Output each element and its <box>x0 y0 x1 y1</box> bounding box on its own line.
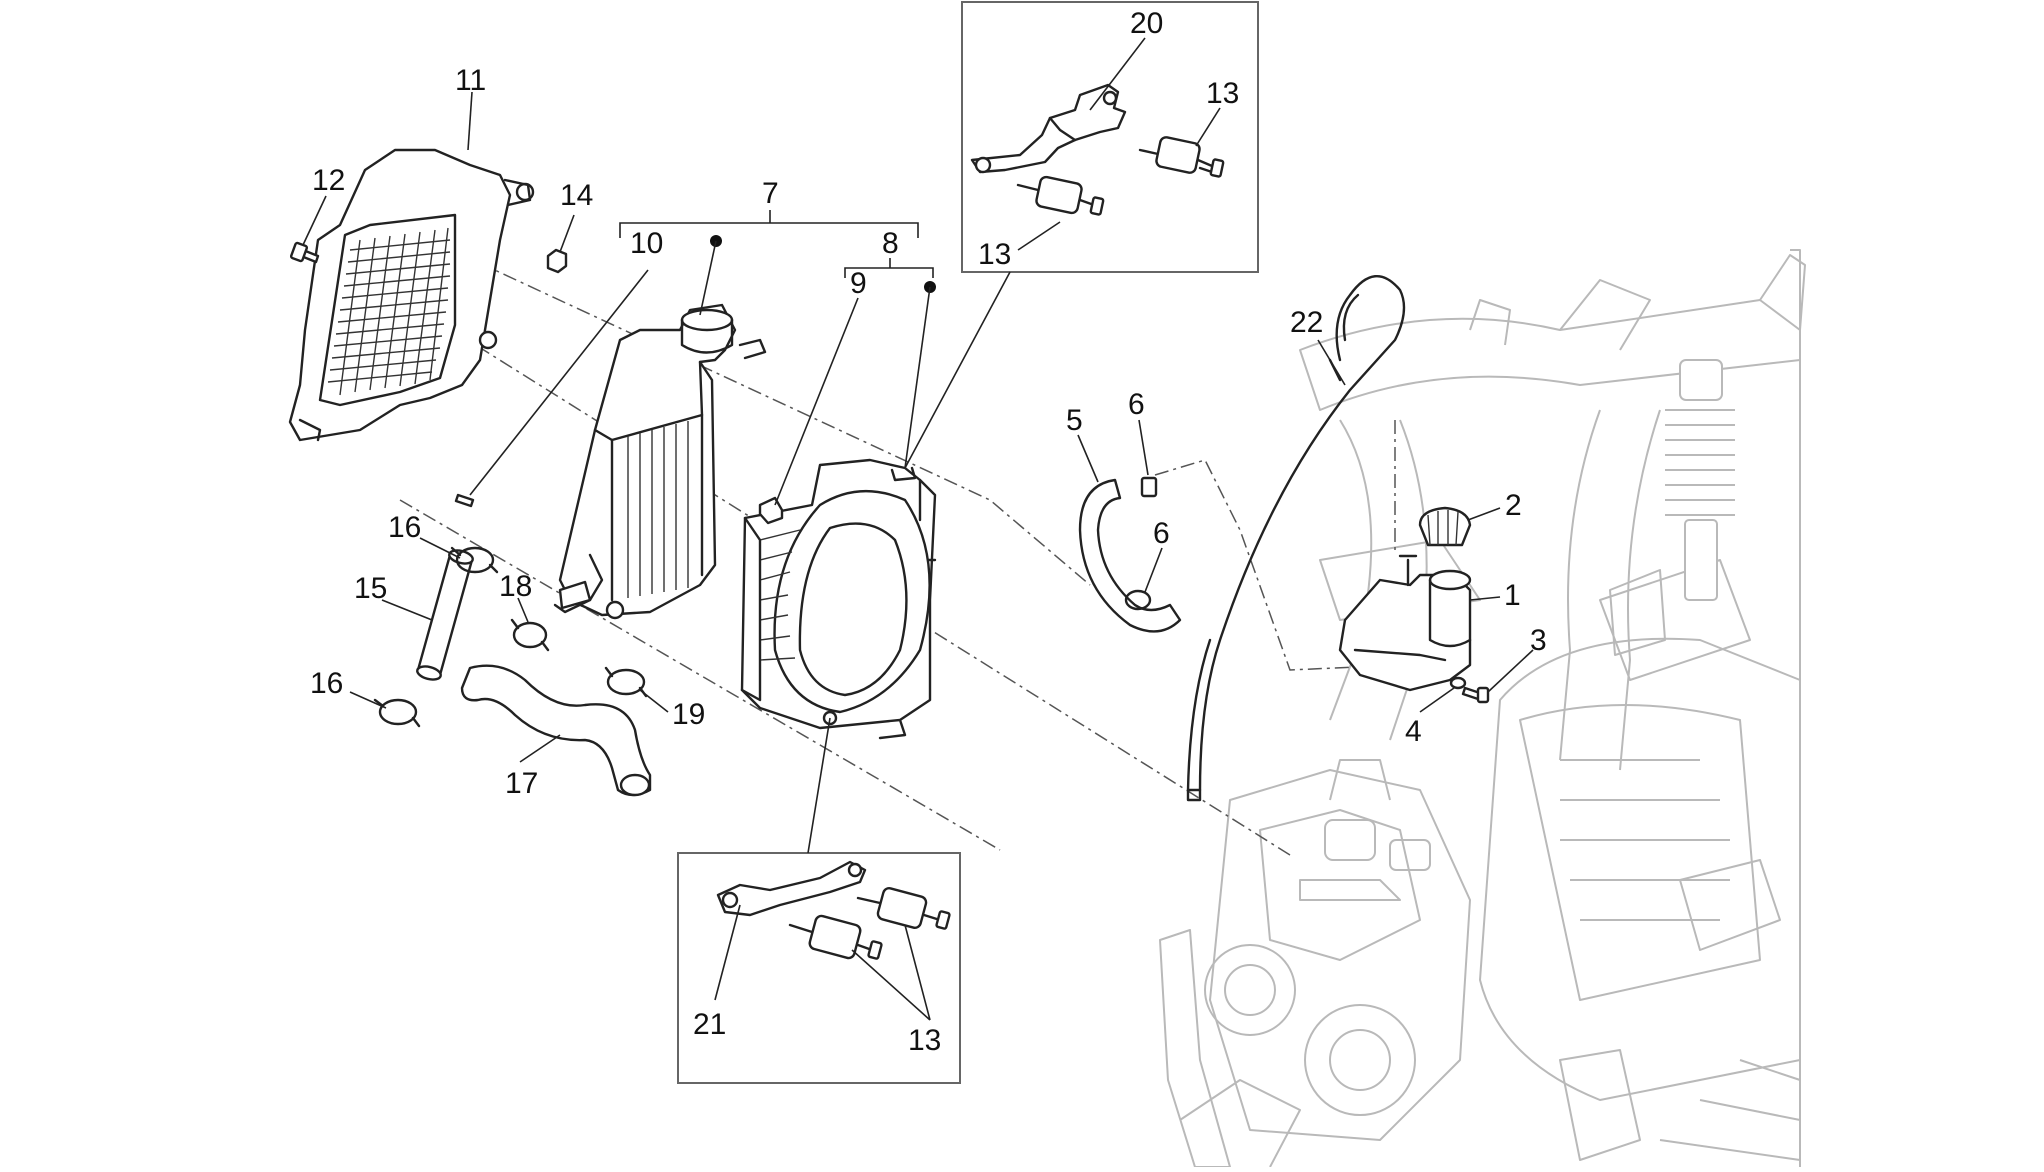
expansion-tank-part-1 <box>1338 554 1472 692</box>
hose-clamp-part-16-upper <box>450 546 499 574</box>
washer-part-4 <box>1449 676 1467 690</box>
radiator-assembly <box>454 303 767 620</box>
hose-clamp-part-18 <box>510 618 550 652</box>
nut-part-14 <box>546 248 568 274</box>
callout-16-upper: 16 <box>388 511 421 544</box>
hose-clamp-part-19 <box>604 666 648 698</box>
hose-part-5 <box>1078 478 1182 633</box>
hose-part-17 <box>460 664 652 797</box>
callout-8: 8 <box>882 227 899 260</box>
screw-part-3 <box>1461 686 1490 704</box>
hose-clip-part-6-upper <box>1140 476 1158 498</box>
callout-21: 21 <box>693 1008 726 1041</box>
leader-lines <box>302 37 1534 1021</box>
callout-6-upper: 6 <box>1128 388 1145 421</box>
callout-5: 5 <box>1066 404 1083 437</box>
callout-3: 3 <box>1530 624 1547 657</box>
callout-19: 19 <box>672 698 705 731</box>
callout-16-lower: 16 <box>310 667 343 700</box>
callout-13-upper-right: 13 <box>1206 77 1239 110</box>
rubber-mount-13-lower-right <box>856 886 951 930</box>
callout-12: 12 <box>312 164 345 197</box>
rubber-mount-13-upper-right <box>1138 136 1225 178</box>
rubber-mount-13-upper-left <box>1016 175 1105 216</box>
callout-15: 15 <box>354 572 387 605</box>
screw-part-12 <box>289 241 320 264</box>
hose-clamp-part-16-lower <box>373 698 421 728</box>
callout-11: 11 <box>455 64 486 97</box>
callout-labels: 1 2 3 4 5 6 6 7 8 9 10 11 12 13 13 13 14… <box>310 7 1547 1057</box>
callout-22: 22 <box>1290 306 1323 339</box>
hose-part-15 <box>416 549 474 681</box>
callout-20: 20 <box>1130 7 1163 40</box>
clip-nut-part-9 <box>758 496 784 525</box>
callout-2: 2 <box>1505 489 1522 522</box>
callout-18: 18 <box>499 570 532 603</box>
callout-10: 10 <box>630 227 663 260</box>
filler-cap-part-2 <box>1418 506 1472 547</box>
rubber-mount-13-lower-left <box>788 914 883 960</box>
fan-shroud <box>740 458 937 740</box>
callout-14: 14 <box>560 179 593 212</box>
callout-17: 17 <box>505 767 538 800</box>
scooter-frame-ghost <box>1159 249 1806 1168</box>
callout-4: 4 <box>1405 715 1422 748</box>
callout-1: 1 <box>1504 579 1521 612</box>
callout-13-lower: 13 <box>908 1024 941 1057</box>
callout-6-lower: 6 <box>1153 517 1170 550</box>
radiator-grille-cover <box>288 148 535 442</box>
callout-9: 9 <box>850 267 867 300</box>
shock-absorber-ghost <box>1665 359 1735 601</box>
detail-box-bracket-top <box>961 1 1259 273</box>
callout-13-upper-left: 13 <box>978 238 1011 271</box>
callout-7: 7 <box>762 177 779 210</box>
detail-box-bracket-bottom <box>677 852 961 1084</box>
hose-clip-part-6-lower <box>1124 589 1152 611</box>
